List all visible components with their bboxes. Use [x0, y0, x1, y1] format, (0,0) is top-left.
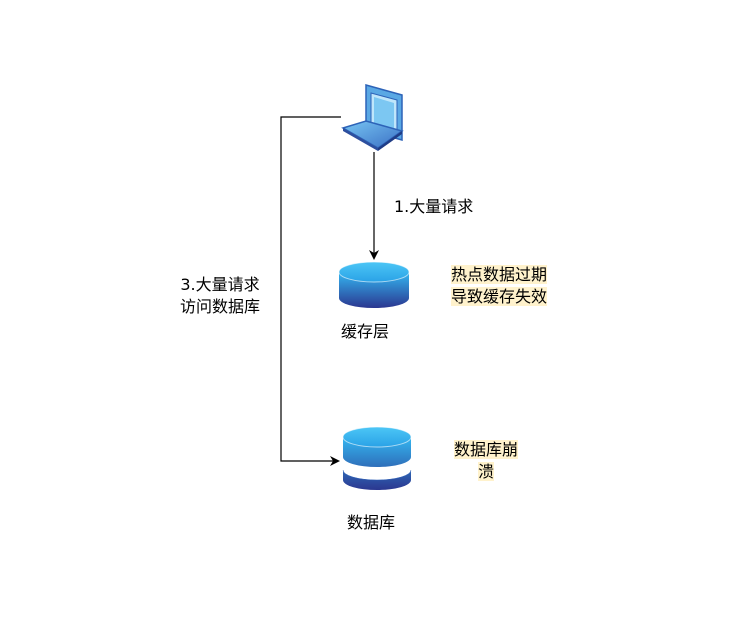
database-crash-note: 数据库崩 溃 [447, 439, 525, 483]
edge-label-line-1: 3.大量请求 [180, 275, 260, 294]
edge-label-line-2: 访问数据库 [179, 297, 260, 316]
edge-label-client-to-database: 3.大量请求 访问数据库 [168, 274, 272, 318]
database-icon [342, 426, 412, 490]
cache-note-line-1: 热点数据过期 [451, 265, 548, 284]
cache-database-icon [338, 261, 410, 308]
laptop-icon [341, 84, 404, 151]
edge-client-to-database [280, 116, 341, 466]
edge-label-client-to-cache: 1.大量请求 [394, 197, 474, 216]
cache-label: 缓存层 [341, 322, 390, 341]
db-note-line-1: 数据库崩 [453, 440, 518, 459]
database-label: 数据库 [347, 513, 396, 532]
db-note-line-2: 溃 [477, 462, 494, 481]
cache-note-line-2: 导致缓存失效 [451, 287, 548, 306]
cache-failure-note: 热点数据过期 导致缓存失效 [451, 264, 548, 308]
